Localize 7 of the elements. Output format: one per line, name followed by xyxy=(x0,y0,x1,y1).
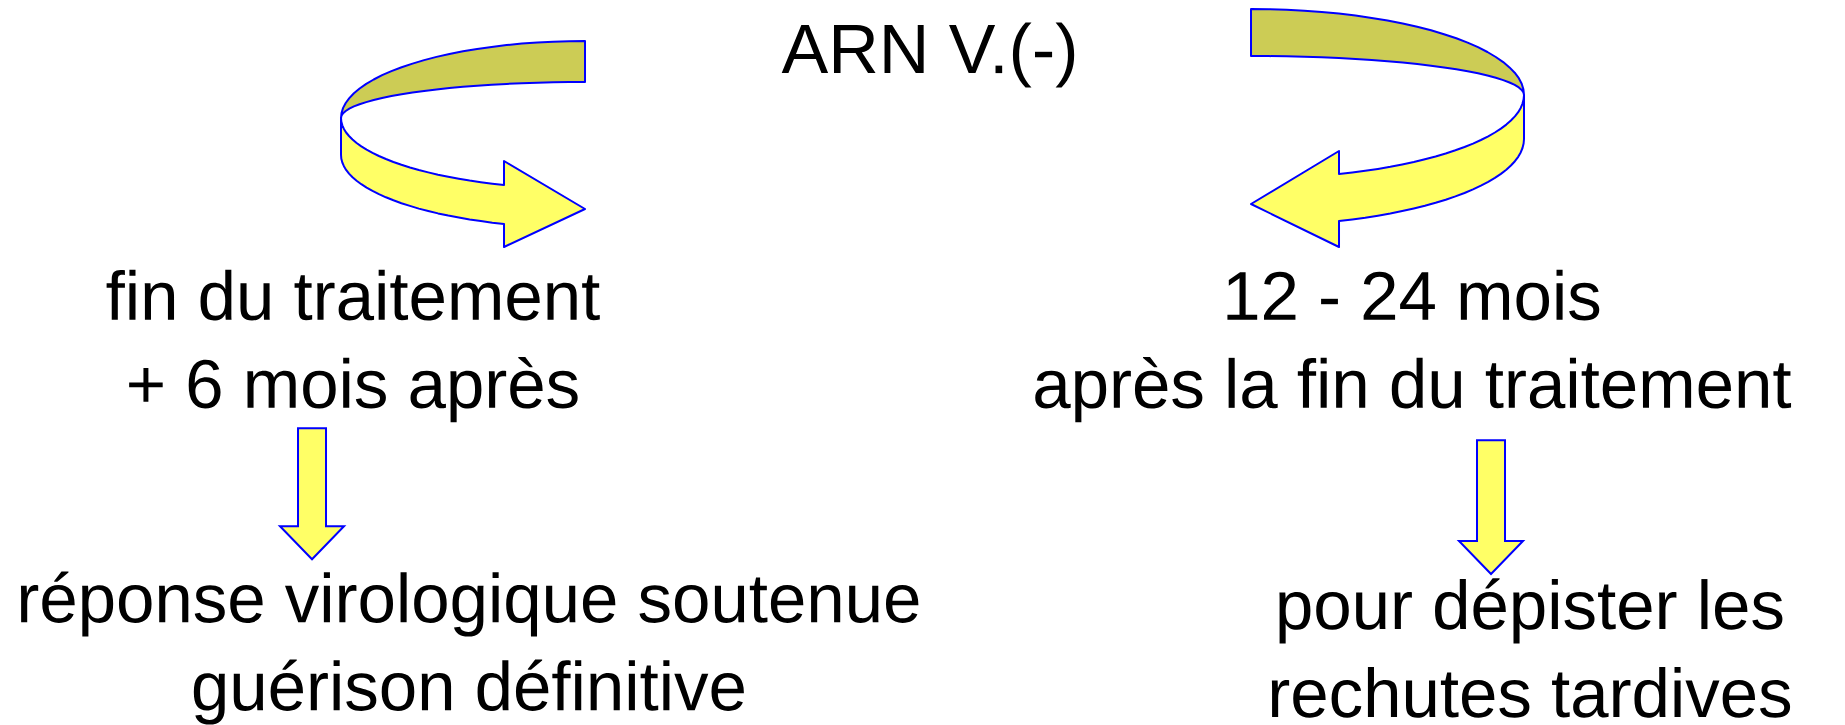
text-label: fin du traitement + 6 mois après xyxy=(106,269,600,423)
text-label: 12 - 24 mois après la fin du traitement xyxy=(1035,269,1792,423)
text-label: réponse virologique soutenue guérison définitive xyxy=(20,571,919,725)
text-label: pour dépister les rechutes tardives xyxy=(1271,578,1791,718)
text-label: ARN V.(-) xyxy=(781,22,1075,88)
block-arrow xyxy=(277,427,347,561)
block-arrow xyxy=(1456,439,1526,576)
